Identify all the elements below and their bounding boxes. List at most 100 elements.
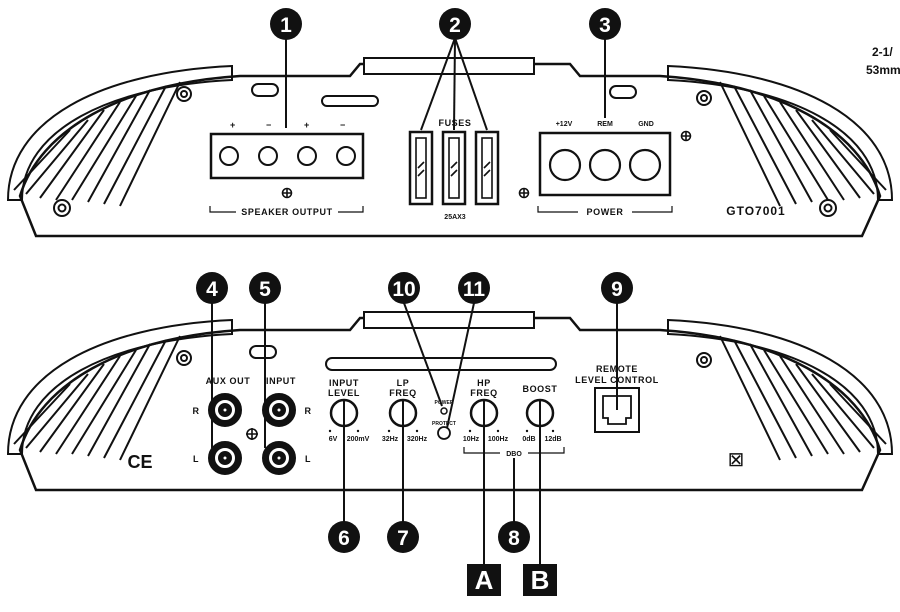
input-level-label-2: LEVEL [328, 388, 360, 398]
bottom-slot-left [249, 345, 277, 359]
boost-min: 0dB [522, 436, 535, 443]
input-r-label: R [304, 406, 311, 416]
top-amp-handle [363, 57, 535, 75]
input-level-knob[interactable] [329, 398, 359, 428]
callout-6-badge [328, 521, 360, 553]
hp-freq-max: 100Hz [488, 436, 509, 443]
callout-a-badge [467, 564, 501, 596]
callout-4: 4 [206, 278, 218, 301]
power-terminal-label-gnd: GND [638, 121, 654, 128]
top-left-heatsink [6, 64, 233, 207]
boost-knob[interactable] [525, 398, 555, 428]
callout-7-badge [387, 521, 419, 553]
power-label: POWER [586, 207, 623, 217]
top-amp-panel: + − + − SPEAKER OUTPUT FUSES [6, 45, 900, 238]
ce-mark: CE [127, 452, 152, 472]
power-block: +12V REM GND POWER [518, 121, 692, 218]
callout-5: 5 [259, 278, 271, 301]
callout-9-badge [601, 272, 633, 304]
top-right-heatsink [667, 64, 894, 207]
boost-max: 12dB [544, 436, 561, 443]
top-slot-right [609, 85, 637, 99]
input-level-min: 6V [329, 436, 338, 443]
hp-freq-label-1: HP [477, 378, 491, 388]
speaker-terminal-1[interactable] [219, 146, 239, 166]
power-terminal-label-12v: +12V [556, 121, 573, 128]
speaker-terminal-2[interactable] [258, 146, 278, 166]
input-level-label-1: INPUT [329, 378, 359, 388]
power-terminal-label-rem: REM [597, 121, 613, 128]
speaker-sign-1: + [230, 120, 236, 130]
speaker-ground-icon [281, 187, 293, 199]
status-leds: POWER PROTECT [432, 400, 456, 440]
input-level-control: INPUT LEVEL 6V 200mV [328, 378, 370, 443]
aux-l-label: L [193, 454, 199, 464]
bottom-mount-screws [176, 350, 712, 368]
fuse-rating: 25AX3 [444, 214, 466, 221]
hp-freq-label-2: FREQ [470, 388, 497, 398]
callout-10-badge [388, 272, 420, 304]
rca-input-r[interactable] [262, 393, 296, 427]
hp-freq-knob[interactable] [469, 398, 499, 428]
top-amp-body [18, 62, 882, 238]
callout-3: 3 [599, 14, 611, 37]
hp-freq-min: 10Hz [463, 436, 480, 443]
rca-aux-out-l[interactable] [208, 441, 242, 475]
callout-4-badge [196, 272, 228, 304]
lp-freq-control: LP FREQ 32Hz 320Hz [382, 378, 428, 443]
speaker-output-block: + − + − SPEAKER OUTPUT [209, 120, 365, 218]
rca-ground-icon [246, 428, 258, 440]
aux-out-label: AUX OUT [206, 376, 251, 386]
power-terminal-rem[interactable] [588, 148, 622, 182]
callout-10: 10 [392, 278, 415, 301]
top-mount-screws [53, 86, 837, 217]
callout-11: 11 [463, 278, 486, 301]
callout-2: 2 [449, 14, 461, 37]
callout-5-badge [249, 272, 281, 304]
led-protect-label: PROTECT [432, 421, 456, 427]
speaker-terminal-3[interactable] [297, 146, 317, 166]
speaker-terminal-4[interactable] [336, 146, 356, 166]
rca-aux-out-r[interactable] [208, 393, 242, 427]
fuse-2[interactable] [441, 130, 467, 206]
edge-text-line2: 53mm [866, 63, 900, 77]
weee-bin-icon: ⊠ [728, 449, 745, 471]
fuse-block: FUSES 25AX3 [408, 118, 500, 221]
speaker-sign-3: + [304, 120, 310, 130]
speaker-sign-2: − [266, 120, 272, 130]
callout-9: 9 [611, 278, 623, 301]
lp-freq-label-1: LP [397, 378, 410, 388]
callout-6: 6 [338, 527, 350, 550]
callout-1-badge [270, 8, 302, 40]
power-terminal-gnd[interactable] [628, 148, 662, 182]
boost-control: BOOST 0dB 12dB [522, 384, 561, 443]
fuse-3[interactable] [474, 130, 500, 206]
fuse-1[interactable] [408, 130, 434, 206]
bottom-amp-body [18, 316, 882, 492]
callout-11-badge [458, 272, 490, 304]
input-level-max: 200mV [347, 436, 370, 443]
bottom-left-heatsink [6, 318, 233, 461]
callout-8-badge [498, 521, 530, 553]
lp-freq-min: 32Hz [382, 436, 399, 443]
hp-freq-control: HP FREQ 10Hz 100Hz [463, 378, 509, 443]
led-power-label: POWER [435, 400, 454, 406]
input-l-label: L [305, 454, 311, 464]
bottom-callouts: 4 5 10 11 9 6 7 8 A B [196, 272, 633, 596]
top-callouts: 1 2 3 [270, 8, 621, 131]
callout-2-badge [439, 8, 471, 40]
callout-7: 7 [397, 527, 409, 550]
rca-input-l[interactable] [262, 441, 296, 475]
lp-freq-max: 320Hz [407, 436, 428, 443]
top-slot-center [321, 95, 379, 107]
lp-freq-label-2: FREQ [389, 388, 416, 398]
speaker-sign-4: − [340, 120, 346, 130]
model-label: GTO7001 [726, 204, 785, 218]
power-terminal-12v[interactable] [548, 148, 582, 182]
callout-1: 1 [280, 14, 292, 37]
led-power-indicator [440, 407, 448, 415]
lp-freq-knob[interactable] [388, 398, 418, 428]
power-ground-icon-left [518, 187, 530, 199]
boost-label: BOOST [522, 384, 557, 394]
